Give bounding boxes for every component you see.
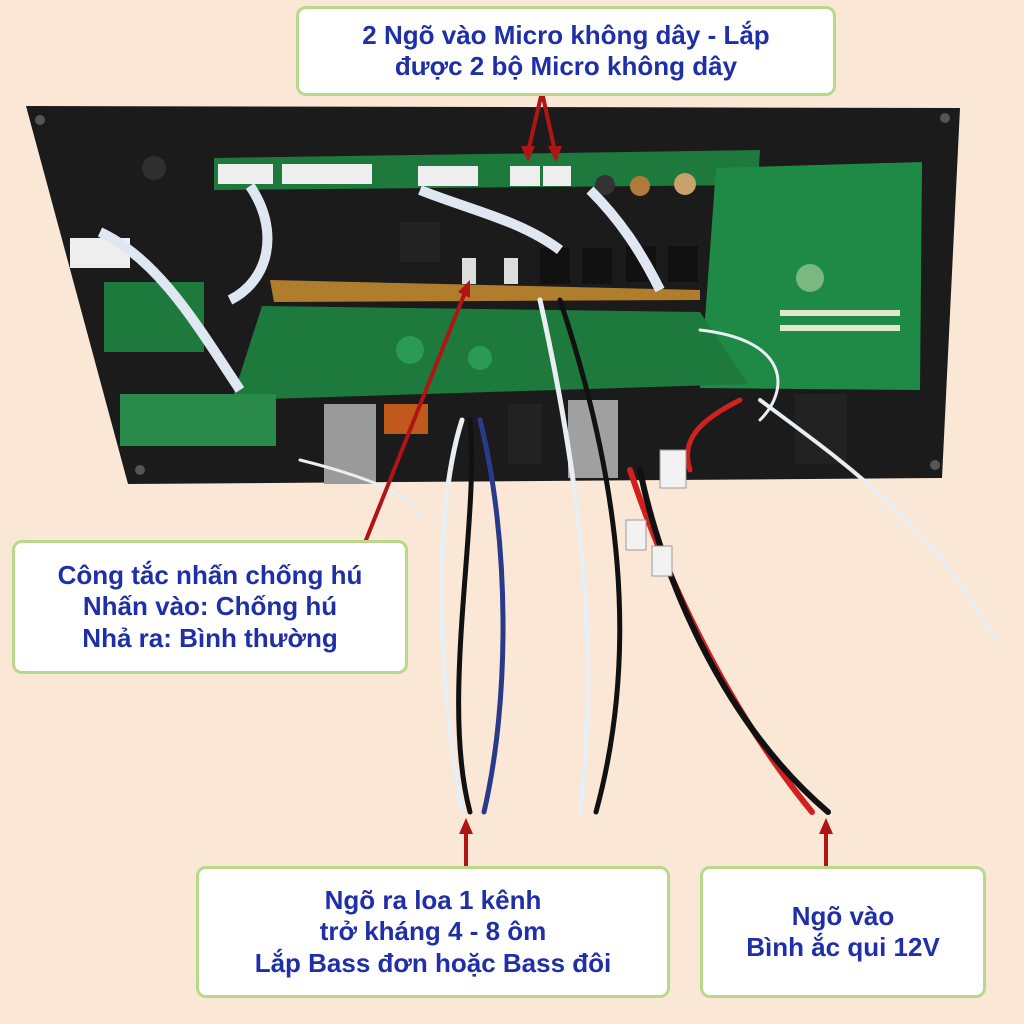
- connector-board: [270, 222, 700, 302]
- wires: [298, 297, 997, 815]
- battery-callout-line-1: Ngõ vào: [791, 900, 895, 931]
- right-pcb: [700, 162, 922, 390]
- mic-callout-line-2: được 2 bộ Micro không dây: [394, 51, 738, 81]
- main-amplifier-pcb: [232, 306, 748, 400]
- wire-connectors: [625, 449, 687, 577]
- battery-input-callout: Ngõ vào Bình ắc qui 12V: [700, 866, 986, 998]
- feedback-callout-line-3: Nhả ra: Bình thường: [82, 622, 338, 653]
- ribbon-cables: [97, 183, 665, 393]
- speaker-output-callout: Ngõ ra loa 1 kênh trở kháng 4 - 8 ôm Lắp…: [196, 866, 670, 998]
- speaker-callout-line-3: Lắp Bass đơn hoặc Bass đôi: [254, 947, 612, 978]
- mic-callout-line-1: 2 Ngõ vào Micro không dây - Lắp: [362, 19, 770, 50]
- feedback-callout-line-2: Nhấn vào: Chống hú: [82, 591, 338, 622]
- feedback-switch-callout: Công tắc nhấn chống hú Nhấn vào: Chống h…: [12, 540, 408, 674]
- heatsinks: [324, 394, 847, 484]
- speaker-callout-line-1: Ngõ ra loa 1 kênh: [324, 885, 542, 916]
- arrows: [356, 91, 833, 866]
- mic-input-callout: 2 Ngõ vào Micro không dây - Lắp được 2 b…: [296, 6, 836, 96]
- top-control-board: [214, 150, 760, 196]
- battery-callout-line-2: Bình ắc qui 12V: [746, 932, 940, 962]
- feedback-callout-line-1: Công tắc nhấn chống hú: [57, 560, 363, 591]
- speaker-callout-line-2: trở kháng 4 - 8 ôm: [319, 916, 547, 947]
